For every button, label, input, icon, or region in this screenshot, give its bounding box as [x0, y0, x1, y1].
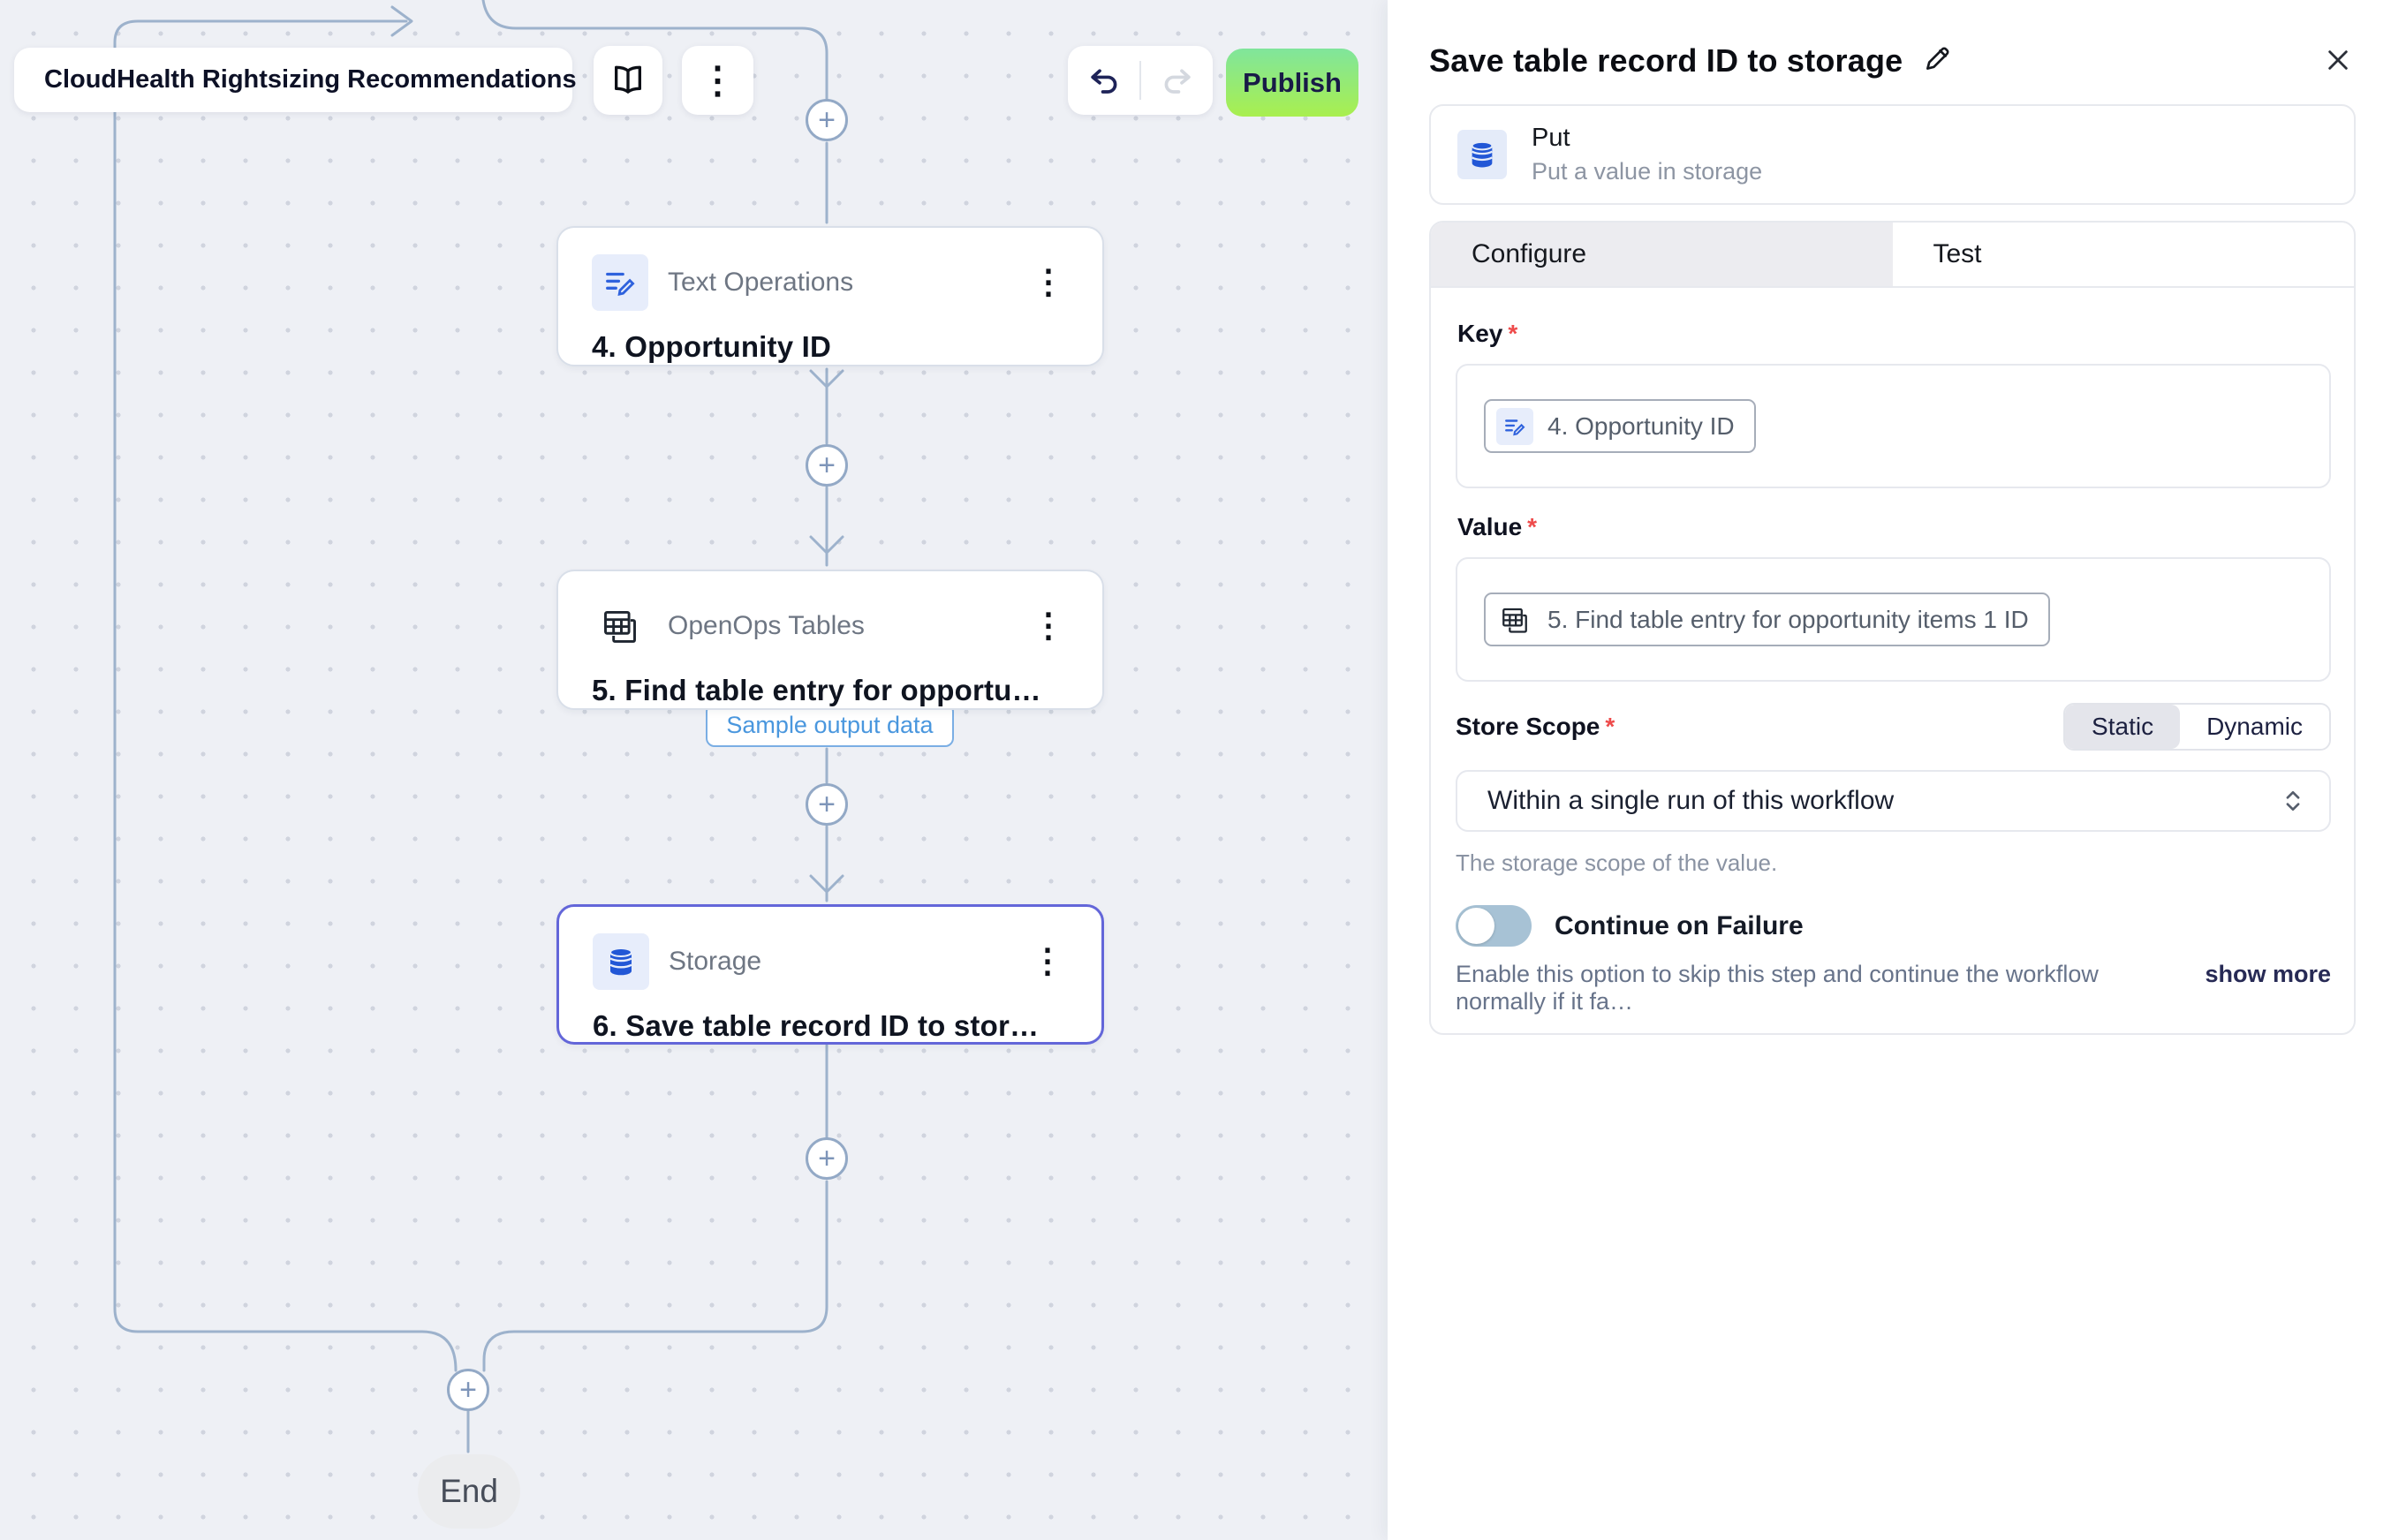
text-edit-icon	[592, 254, 648, 311]
key-token-text: 4. Opportunity ID	[1547, 411, 1735, 440]
store-scope-label: Store Scope*	[1456, 713, 1615, 740]
end-node: End	[418, 1454, 520, 1529]
add-step-button[interactable]: +	[806, 1137, 848, 1180]
end-label: End	[440, 1473, 498, 1509]
mode-dynamic-button[interactable]: Dynamic	[2180, 705, 2329, 749]
node-menu-button[interactable]: ⋮	[1031, 942, 1064, 980]
plus-icon: +	[459, 1373, 477, 1407]
store-scope-select[interactable]: Within a single run of this workflow	[1456, 770, 2331, 832]
required-asterisk: *	[1508, 320, 1518, 347]
node-text-operations[interactable]: Text Operations ⋮ 4. Opportunity ID	[556, 226, 1104, 366]
action-description: Put a value in storage	[1532, 158, 1763, 185]
key-field-label: Key*	[1457, 320, 1518, 347]
node-openops-tables[interactable]: OpenOps Tables ⋮ 5. Find table entry for…	[556, 570, 1104, 710]
table-stack-icon	[592, 598, 648, 654]
value-field-label: Value*	[1457, 513, 1538, 540]
value-token-text: 5. Find table entry for opportunity item…	[1547, 605, 2029, 633]
tab-configure[interactable]: Configure	[1431, 223, 1893, 286]
node-storage[interactable]: Storage ⋮ 6. Save table record ID to sto…	[556, 904, 1104, 1045]
key-input[interactable]: 4. Opportunity ID	[1456, 364, 2331, 488]
text-edit-icon	[1496, 407, 1533, 445]
redo-arrow-icon	[1164, 69, 1191, 94]
required-asterisk: *	[1605, 713, 1615, 740]
panel-title: Save table record ID to storage	[1429, 42, 1903, 79]
close-icon[interactable]	[2320, 42, 2356, 78]
database-icon	[1457, 130, 1507, 179]
plus-icon: +	[818, 449, 836, 482]
store-scope-help: The storage scope of the value.	[1456, 849, 1778, 876]
configure-card: Configure Test Key*	[1429, 221, 2356, 1035]
mode-static-button[interactable]: Static	[2065, 705, 2181, 749]
docs-button[interactable]	[594, 46, 662, 115]
continue-on-failure-toggle[interactable]	[1456, 905, 1532, 947]
kebab-menu-icon: ⋮	[699, 59, 737, 102]
undo-button[interactable]	[1068, 46, 1139, 115]
add-step-button[interactable]: +	[806, 444, 848, 487]
node-app-name: Storage	[669, 947, 762, 976]
add-step-button[interactable]: +	[806, 99, 848, 141]
node-app-name: Text Operations	[668, 268, 854, 297]
show-more-link[interactable]: show more	[2205, 961, 2331, 987]
step-settings-panel: Save table record ID to storage	[1388, 0, 2391, 1540]
publish-button[interactable]: Publish	[1226, 49, 1358, 117]
toggle-knob	[1458, 908, 1494, 944]
key-token-chip[interactable]: 4. Opportunity ID	[1484, 399, 1756, 453]
pencil-icon[interactable]	[1922, 44, 1952, 74]
plus-icon: +	[818, 1142, 836, 1175]
add-step-button[interactable]: +	[806, 783, 848, 826]
flow-canvas[interactable]: + + + + + Text Operations ⋮ 4. Opportuni…	[0, 0, 1388, 1540]
workflow-name-dropdown[interactable]: CloudHealth Rightsizing Recommendations	[14, 48, 612, 112]
value-token-chip[interactable]: 5. Find table entry for opportunity item…	[1484, 593, 2050, 646]
up-down-chevron-icon	[2280, 786, 2306, 816]
divider	[1139, 61, 1141, 100]
value-input[interactable]: 5. Find table entry for opportunity item…	[1456, 557, 2331, 682]
more-options-button[interactable]: ⋮	[682, 46, 753, 115]
sample-output-data-button[interactable]: Sample output data	[706, 703, 954, 747]
node-title: 4. Opportunity ID	[592, 330, 832, 363]
panel-tabs: Configure Test	[1431, 223, 2354, 288]
undo-arrow-icon	[1090, 69, 1116, 94]
book-icon	[610, 63, 646, 98]
continue-on-failure-label: Continue on Failure	[1555, 910, 1804, 940]
tab-test[interactable]: Test	[1933, 239, 1982, 268]
workflow-name: CloudHealth Rightsizing Recommendations	[44, 65, 577, 94]
plus-icon: +	[818, 788, 836, 821]
node-app-name: OpenOps Tables	[668, 611, 865, 640]
history-controls	[1068, 46, 1213, 115]
store-scope-mode-switch: Static Dynamic	[2063, 703, 2331, 751]
node-menu-button[interactable]: ⋮	[1032, 263, 1065, 301]
node-title: 5. Find table entry for opportu…	[592, 674, 1041, 706]
action-name: Put	[1532, 124, 1570, 152]
node-title: 6. Save table record ID to stor…	[593, 1009, 1040, 1042]
sample-output-data-label: Sample output data	[726, 712, 934, 738]
store-scope-selected-value: Within a single run of this workflow	[1487, 786, 1895, 815]
table-stack-icon	[1496, 601, 1533, 638]
redo-button[interactable]	[1141, 46, 1213, 115]
add-step-button[interactable]: +	[447, 1369, 489, 1411]
continue-on-failure-description: Enable this option to skip this step and…	[1456, 961, 2099, 1015]
plus-icon: +	[818, 103, 836, 137]
required-asterisk: *	[1527, 513, 1538, 540]
database-icon	[593, 933, 649, 990]
node-menu-button[interactable]: ⋮	[1032, 607, 1065, 645]
action-summary-card: Put Put a value in storage	[1429, 104, 2356, 205]
